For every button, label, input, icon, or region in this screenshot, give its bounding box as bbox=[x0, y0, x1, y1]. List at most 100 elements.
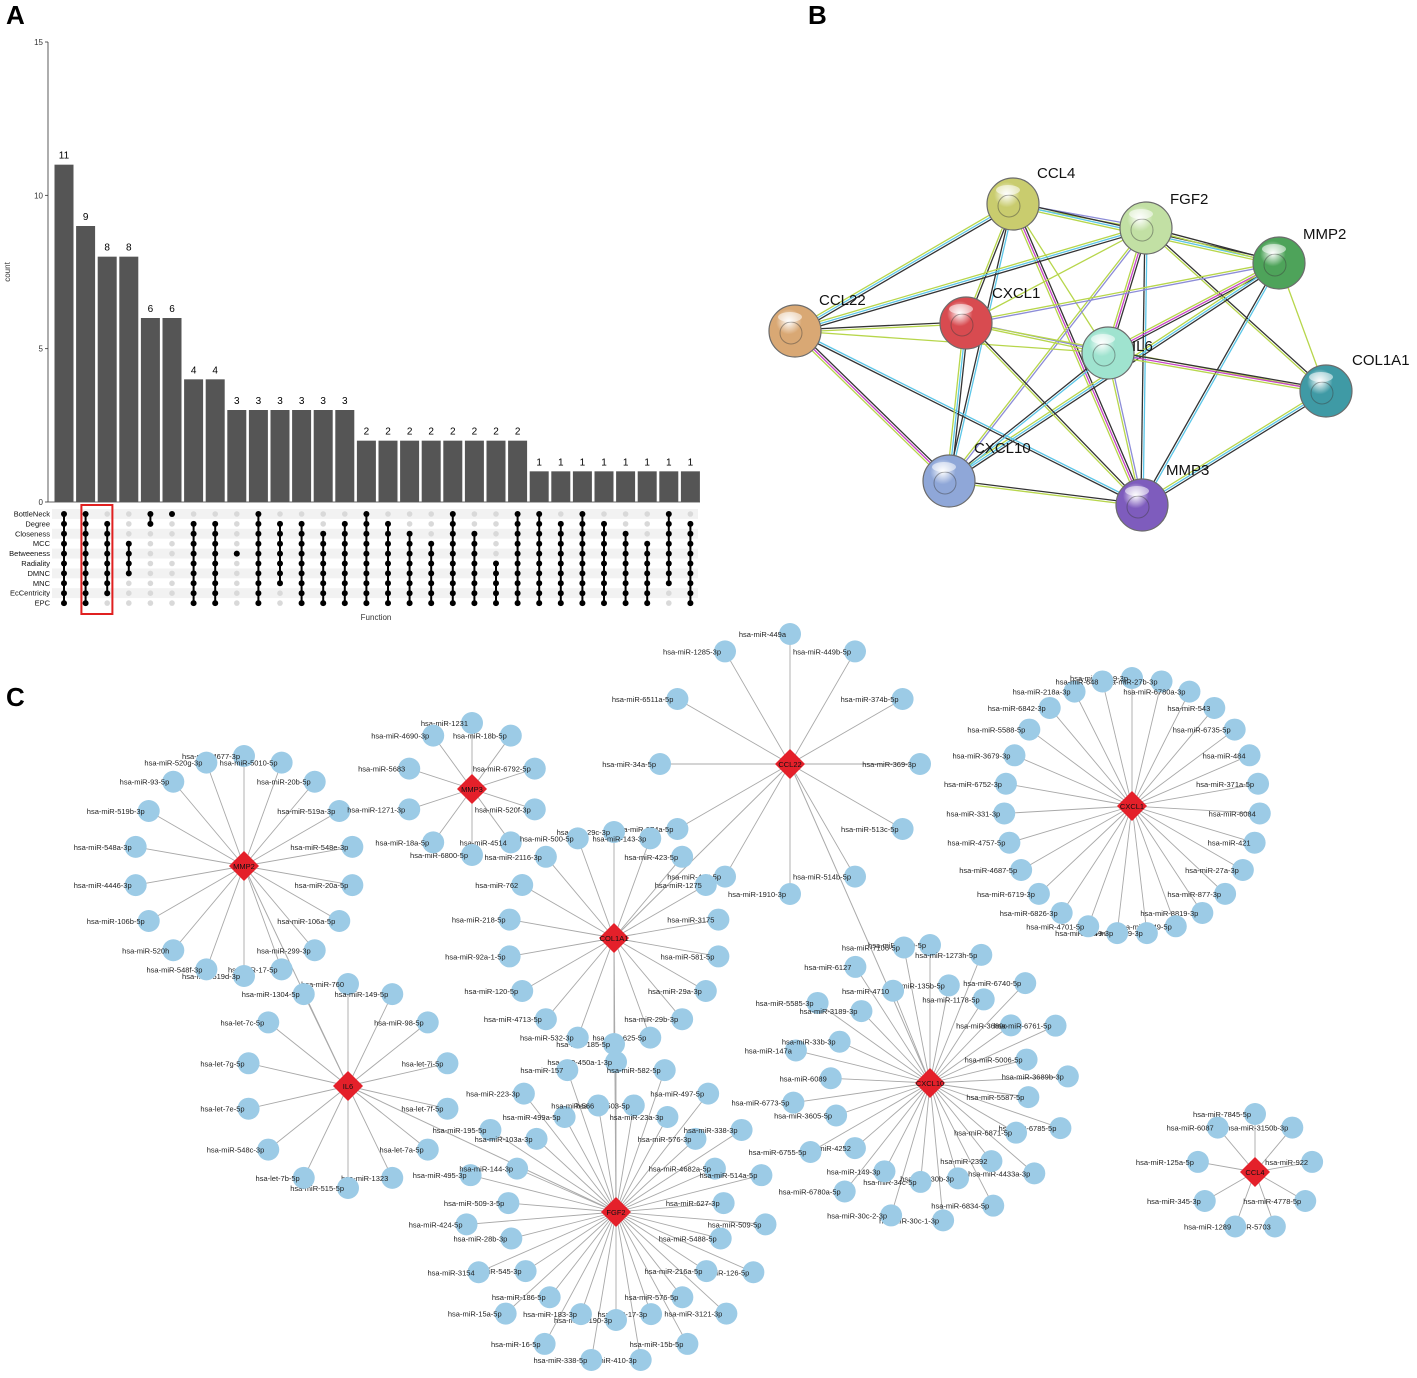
regulation-edge bbox=[470, 1174, 617, 1213]
mirna-node bbox=[1248, 802, 1271, 825]
matrix-dot-filled bbox=[385, 550, 391, 557]
mirna-label: hsa-miR-6780a-3p bbox=[1123, 688, 1185, 697]
mirna-node bbox=[1063, 680, 1086, 703]
mirna-label: hsa-miR-374b-5p bbox=[841, 695, 899, 704]
bar-value-label: 1 bbox=[536, 457, 542, 468]
bar-value-label: 2 bbox=[450, 427, 456, 438]
matrix-dot-filled bbox=[82, 540, 89, 547]
mirna-label: hsa-let-7e-5p bbox=[200, 1105, 244, 1114]
matrix-dot-empty bbox=[601, 511, 607, 517]
mirna-label: hsa-miR-20a-5p bbox=[295, 881, 349, 890]
mirna-node bbox=[844, 640, 866, 663]
matrix-dot-filled bbox=[61, 530, 67, 537]
ppi-edge bbox=[1108, 264, 1281, 356]
matrix-dot-filled bbox=[601, 570, 607, 577]
regulation-edge bbox=[1102, 681, 1133, 807]
regulation-edge bbox=[929, 954, 982, 1084]
node-highlight bbox=[1091, 334, 1115, 344]
matrix-dot-filled bbox=[449, 580, 456, 587]
regulation-edge bbox=[613, 937, 651, 1038]
matrix-dot-filled bbox=[190, 540, 197, 547]
matrix-dot-filled bbox=[82, 590, 89, 597]
matrix-dot-filled bbox=[298, 550, 305, 557]
mirna-node bbox=[891, 688, 914, 710]
regulation-edge bbox=[1131, 754, 1250, 807]
mirna-node bbox=[715, 1302, 738, 1325]
ppi-edge bbox=[794, 227, 1147, 332]
matrix-dot-filled bbox=[622, 540, 629, 547]
matrix-dot-filled bbox=[82, 580, 89, 587]
mirna-label: hsa-miR-3605-5p bbox=[774, 1111, 832, 1120]
matrix-dot-filled bbox=[536, 520, 543, 527]
hub-gene-ccl22 bbox=[775, 749, 805, 779]
matrix-dot-filled bbox=[514, 530, 521, 537]
mirna-node bbox=[566, 827, 589, 850]
matrix-dot-empty bbox=[428, 531, 435, 537]
matrix-dot-filled bbox=[579, 560, 586, 567]
regulation-edge bbox=[490, 1129, 617, 1213]
hub-gene-label: CXCL1 bbox=[1120, 802, 1144, 811]
node-highlight bbox=[932, 462, 956, 472]
panel-letter-a: A bbox=[6, 0, 25, 30]
regulation-edge bbox=[347, 993, 393, 1087]
shared-edge bbox=[789, 763, 931, 1084]
bar-value-label: 1 bbox=[623, 457, 629, 468]
regulation-edge bbox=[615, 1168, 716, 1213]
matrix-dot-filled bbox=[514, 540, 521, 547]
matrix-dot-filled bbox=[665, 570, 672, 577]
mirna-node bbox=[341, 874, 364, 897]
mirna-node bbox=[671, 1008, 694, 1031]
mirna-node bbox=[270, 751, 293, 774]
matrix-dot-empty bbox=[169, 600, 175, 606]
ppi-edge bbox=[1106, 260, 1279, 352]
mirna-node bbox=[303, 939, 326, 962]
matrix-dot-filled bbox=[406, 600, 413, 607]
mirna-label: hsa-miR-513c-5p bbox=[841, 825, 899, 834]
mirna-node bbox=[534, 845, 557, 868]
bar-value-label: 2 bbox=[472, 427, 478, 438]
mirna-node bbox=[782, 1091, 805, 1114]
matrix-dot-empty bbox=[493, 511, 499, 517]
matrix-dot-filled bbox=[601, 540, 607, 547]
matrix-dot-filled bbox=[471, 570, 478, 577]
matrix-dot-filled bbox=[601, 600, 607, 607]
matrix-dot-filled bbox=[104, 530, 111, 537]
bar-value-label: 2 bbox=[515, 427, 521, 438]
bar-value-label: 2 bbox=[493, 427, 499, 438]
regulation-edge bbox=[267, 1085, 349, 1150]
mirna-node bbox=[1135, 922, 1158, 945]
mirna-node bbox=[946, 1167, 969, 1190]
matrix-dot-filled bbox=[406, 590, 413, 597]
mirna-node bbox=[825, 1104, 848, 1127]
regulation-edge bbox=[172, 865, 245, 951]
mirna-node bbox=[970, 943, 993, 966]
mirna-label: hsa-miR-509-3-5p bbox=[444, 1199, 504, 1208]
matrix-dot-filled bbox=[82, 530, 89, 537]
matrix-dot-filled bbox=[298, 590, 305, 597]
regulation-edge bbox=[303, 993, 349, 1087]
mirna-node bbox=[1091, 670, 1114, 693]
bar bbox=[162, 318, 182, 502]
mirna-label: hsa-miR-3175 bbox=[667, 916, 714, 925]
mirna-node bbox=[622, 1094, 645, 1117]
mirna-node bbox=[498, 945, 521, 968]
regulation-edge bbox=[577, 937, 615, 1038]
matrix-dot-empty bbox=[687, 511, 694, 517]
hub-gene-mmp2 bbox=[229, 851, 259, 881]
matrix-dot-empty bbox=[277, 590, 283, 596]
matrix-dot-filled bbox=[385, 580, 391, 587]
mirna-label: hsa-miR-135b-5p bbox=[887, 981, 945, 990]
mirna-node bbox=[639, 827, 662, 850]
matrix-dot-filled bbox=[514, 600, 521, 607]
mirna-label: hsa-miR-120-5p bbox=[464, 987, 518, 996]
mirna-label: hsa-let-7f-5p bbox=[401, 1105, 443, 1114]
regulation-edge bbox=[1131, 805, 1203, 914]
regulation-edge bbox=[1131, 805, 1148, 934]
bar bbox=[140, 318, 160, 502]
matrix-dot-filled bbox=[363, 520, 370, 527]
regulation-edge bbox=[1074, 691, 1133, 807]
matrix-dot-empty bbox=[169, 540, 175, 547]
mirna-node bbox=[1203, 696, 1226, 719]
matrix-dot-filled bbox=[190, 570, 197, 577]
mirna-node bbox=[499, 724, 522, 747]
